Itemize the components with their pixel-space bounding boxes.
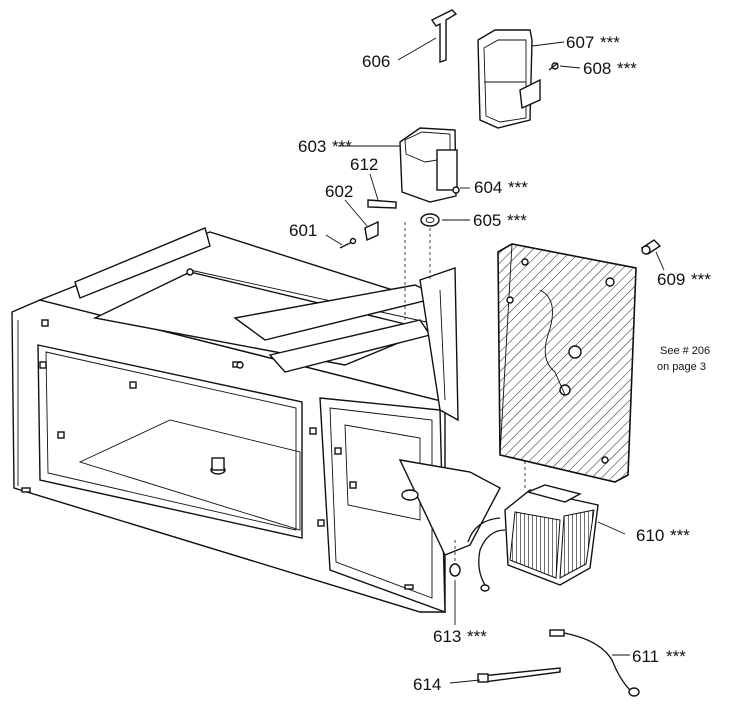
leader-lines — [325, 37, 665, 684]
part-604-screw — [452, 186, 460, 194]
part-labels: 606 607 *** 608 *** 603 *** 612 604 *** … — [289, 33, 711, 694]
label-605-stars: *** — [507, 211, 527, 230]
part-606-bracket — [430, 9, 458, 63]
label-610-stars: *** — [670, 526, 690, 545]
label-610: 610 — [636, 526, 664, 545]
label-609-stars: *** — [691, 270, 711, 289]
label-602: 602 — [325, 182, 353, 201]
label-613: 613 — [433, 627, 461, 646]
part-611-wire — [549, 629, 640, 697]
label-603: 603 — [298, 137, 326, 156]
part-603-box — [399, 127, 458, 203]
part-605-washer — [420, 213, 440, 227]
label-604-stars: *** — [508, 178, 528, 197]
label-607-stars: *** — [600, 33, 620, 52]
label-601: 601 — [289, 221, 317, 240]
part-608-screw — [548, 62, 559, 71]
label-613-stars: *** — [467, 627, 487, 646]
label-606: 606 — [362, 52, 390, 71]
part-612-rod — [367, 199, 397, 209]
label-608: 608 — [583, 59, 611, 78]
label-614: 614 — [413, 675, 441, 694]
part-609-screw — [640, 239, 662, 255]
label-609: 609 — [657, 270, 685, 289]
part-610-heatsink — [467, 484, 599, 592]
label-611-stars: *** — [666, 647, 686, 666]
label-605: 605 — [473, 211, 501, 230]
part-609-cover-panel — [497, 243, 637, 483]
oven-cavity-frame — [11, 227, 501, 614]
part-607-air-duct — [477, 29, 541, 129]
part-614-cable-tie — [477, 667, 561, 683]
part-613-bushing — [449, 540, 461, 577]
part-601-screw — [339, 237, 357, 249]
label-607: 607 — [566, 33, 594, 52]
label-608-stars: *** — [617, 59, 637, 78]
assembly-guides — [404, 222, 526, 490]
part-602-clip — [364, 220, 379, 242]
label-603-stars: *** — [332, 137, 352, 156]
note-line-2: on page 3 — [657, 361, 706, 373]
label-604: 604 — [474, 178, 502, 197]
label-612: 612 — [350, 155, 378, 174]
label-611: 611 — [632, 647, 659, 666]
note-line-1: See # 206 — [660, 345, 710, 357]
